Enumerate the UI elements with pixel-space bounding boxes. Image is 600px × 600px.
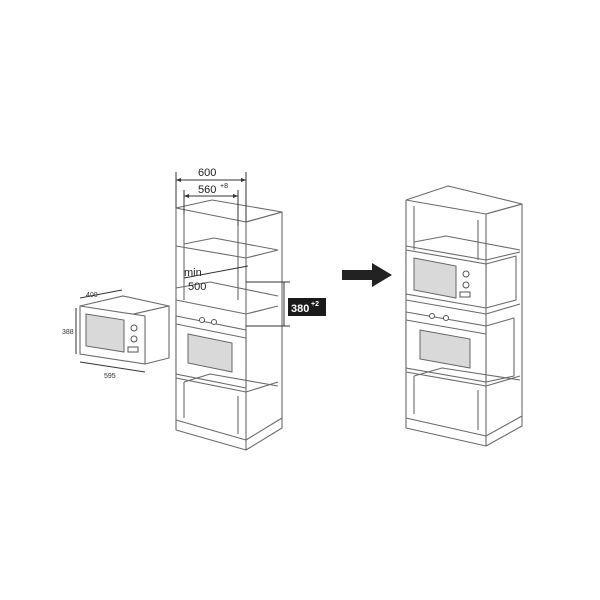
microwave-width-label: 595	[104, 373, 116, 380]
niche-width-label: 560	[198, 184, 216, 196]
microwave-height-label: 388	[62, 329, 74, 336]
microwave-depth-label: 400	[86, 292, 98, 299]
microwave-unit	[79, 295, 170, 365]
right-arrow-icon	[342, 263, 392, 287]
microwave-window	[85, 313, 125, 353]
cabinet-dimensions: 600 560 +8 min 500 380 +2	[175, 167, 326, 327]
microwave-display	[127, 346, 139, 353]
min-depth-label: 500	[188, 281, 206, 293]
cabinet-left	[175, 199, 283, 451]
microwave-knob	[130, 335, 138, 343]
niche-height-label: 380	[291, 303, 309, 315]
microwave-knob	[130, 324, 138, 332]
microwave-dimensions: 400 388 595	[62, 289, 146, 380]
oven-right-window	[419, 329, 471, 369]
oven-left-window	[187, 333, 233, 373]
microwave-installed-window	[413, 257, 457, 299]
cabinet-width-label: 600	[198, 167, 216, 179]
niche-height-badge	[288, 298, 326, 316]
niche-height-tolerance: +2	[311, 301, 319, 308]
niche-width-tolerance: +8	[220, 183, 228, 190]
cabinet-right	[405, 185, 523, 447]
